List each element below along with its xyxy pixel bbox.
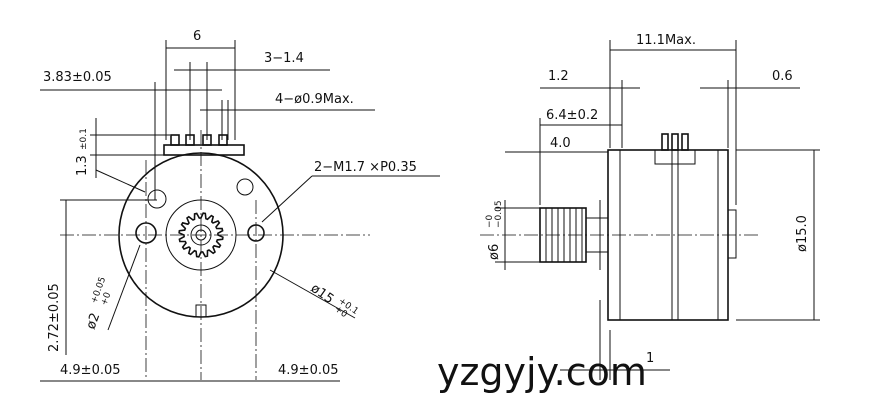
dim-13-label: 1.3 bbox=[75, 155, 90, 176]
dim-40-label: 4.0 bbox=[550, 136, 571, 151]
dim-49-right-label: 4.9±0.05 bbox=[278, 363, 339, 378]
dim-49-left-label: 4.9±0.05 bbox=[60, 363, 121, 378]
dim-64-label: 6.4±0.2 bbox=[546, 108, 598, 123]
dim-272-label: 2.72±0.05 bbox=[47, 283, 62, 352]
dim-phi2-lower-tol: +0 bbox=[99, 291, 113, 307]
terminal-pins bbox=[163, 134, 245, 156]
side-view: 11.1Max. 1.2 0.6 6.4±0.2 4.0 ø6 −0 −0.05… bbox=[480, 33, 820, 380]
watermark: yzgyjy.com bbox=[437, 350, 647, 394]
dim-1-label: 1 bbox=[646, 351, 654, 366]
mount-hole-right bbox=[247, 224, 265, 242]
dim-phi6-upper-tol: −0 bbox=[485, 214, 495, 228]
thread-hole-top-right bbox=[236, 178, 254, 196]
dim-111-label: 11.1Max. bbox=[636, 33, 696, 48]
dim-13-tol: ±0.1 bbox=[79, 128, 89, 150]
gear-hub-circle bbox=[165, 199, 237, 271]
dim-pin-dia-label: 4−ø0.9Max. bbox=[275, 92, 354, 107]
dim-12-label: 1.2 bbox=[548, 69, 569, 84]
thread-hole-top-left bbox=[147, 189, 167, 209]
dim-383-label: 3.83±0.05 bbox=[43, 70, 112, 85]
dim-m17-label: 2−M1.7 ×P0.35 bbox=[314, 160, 417, 175]
dim-pin-pitch-label: 3−1.4 bbox=[264, 51, 304, 66]
front-view: 6 3−1.4 3.83±0.05 4−ø0.9Max. 1.3 ±0.1 2−… bbox=[40, 29, 440, 382]
dim-phi15-label: ø15 bbox=[308, 281, 337, 307]
dim-phi150-label: ø15.0 bbox=[795, 215, 810, 252]
dim-06-label: 0.6 bbox=[772, 69, 793, 84]
pinion-gear bbox=[178, 212, 224, 258]
mount-hole-left bbox=[135, 222, 157, 244]
dim-6-label: 6 bbox=[193, 29, 201, 44]
dim-phi6-lower-tol: −0.05 bbox=[494, 200, 504, 228]
dim-phi6-label: ø6 bbox=[487, 244, 502, 260]
dim-phi2-label: ø2 bbox=[84, 311, 104, 331]
